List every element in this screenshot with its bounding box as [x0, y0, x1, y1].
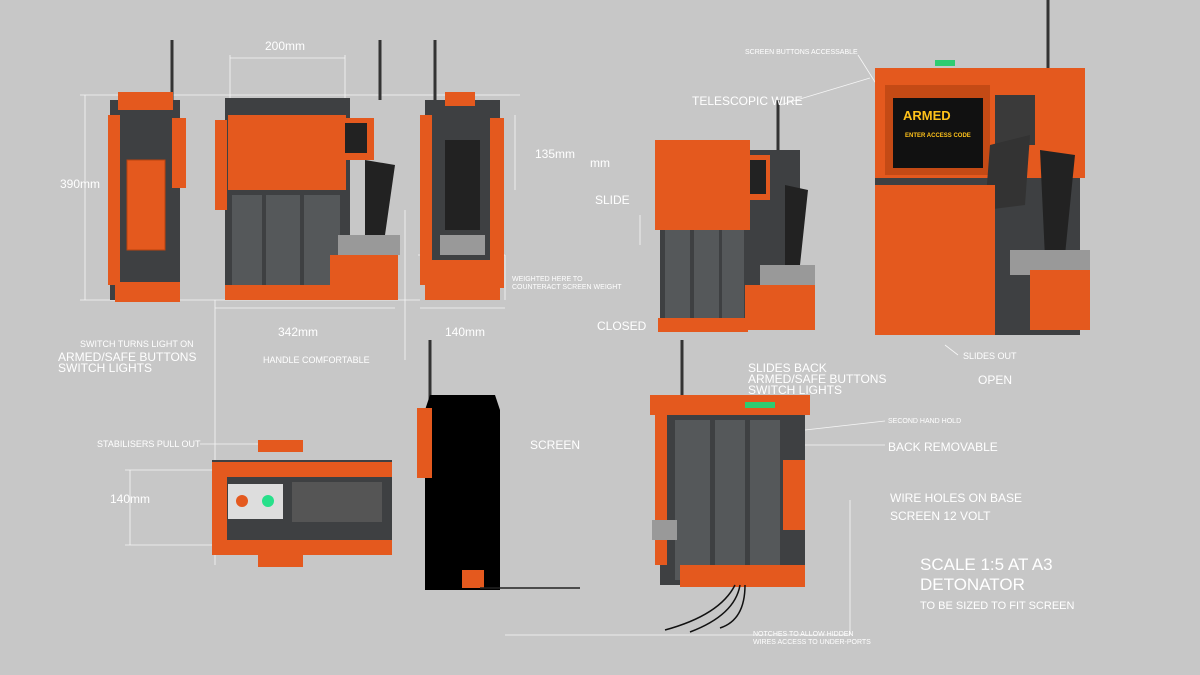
note-handle: HANDLE COMFORTABLE [263, 355, 370, 365]
dim-width-top: 200mm [265, 39, 306, 53]
note-screen-volt: SCREEN 12 VOLT [890, 509, 991, 523]
dim-top-view-width: 140mm [110, 492, 151, 506]
note-screen-buttons: SCREEN BUTTONS ACCESSABLE [745, 49, 858, 56]
dim-side-width: 140mm [445, 325, 486, 339]
note-weighted-2: COUNTERACT SCREEN WEIGHT [512, 284, 622, 291]
screen-status: ARMED [903, 108, 951, 123]
dim-depth-partial: mm [590, 156, 610, 170]
screen-silhouette [417, 340, 580, 590]
dim-length-bottom: 342mm [278, 325, 319, 339]
note-armed-safe-1: ARMED/SAFE BUTTONS [58, 350, 197, 364]
closed-3d-view [655, 100, 815, 332]
note-slides-back: SLIDES BACK [748, 361, 827, 375]
sheet-title: DETONATOR [920, 575, 1025, 594]
scale-note: SCALE 1:5 AT A3 [920, 555, 1053, 574]
note-switch-light: SWITCH TURNS LIGHT ON [80, 339, 194, 349]
back-3d-view [650, 340, 810, 633]
side-view-right [420, 40, 504, 300]
screen-prompt: ENTER ACCESS CODE [905, 133, 971, 139]
front-view [215, 40, 400, 300]
note-stabilisers: STABILISERS PULL OUT [97, 439, 201, 449]
note-open: OPEN [978, 373, 1013, 387]
top-view [212, 440, 392, 567]
dim-depth-side: 135mm [535, 147, 576, 161]
note-wire-holes: WIRE HOLES ON BASE [890, 491, 1023, 505]
sizing-note: TO BE SIZED TO FIT SCREEN [920, 600, 1075, 612]
dim-height: 390mm [60, 177, 101, 191]
open-3d-view: ARMED ENTER ACCESS CODE [875, 0, 1090, 335]
note-telescopic-wire: TELESCOPIC WIRE [692, 94, 803, 108]
note-notches-1: NOTCHES TO ALLOW HIDDEN [753, 631, 854, 638]
note-switch-lights-2: SWITCH LIGHTS [748, 383, 843, 397]
device-screen [893, 98, 983, 168]
safe-light [236, 495, 248, 507]
armed-light [262, 495, 274, 507]
note-closed: CLOSED [597, 319, 647, 333]
note-back-removable: BACK REMOVABLE [888, 440, 998, 454]
note-slide: SLIDE [595, 193, 630, 207]
note-screen: SCREEN [530, 438, 581, 452]
keypad [985, 135, 1030, 210]
note-slides-out: SLIDES OUT [963, 351, 1017, 361]
side-view-left [108, 40, 186, 302]
note-switch-lights-1: SWITCH LIGHTS [58, 361, 153, 375]
dimension-lines [80, 54, 959, 636]
note-notches-2: WIRES ACCESS TO UNDER-PORTS [753, 639, 871, 646]
note-armed-safe-2: ARMED/SAFE BUTTONS [748, 372, 887, 386]
note-second-hand-hold: SECOND HAND HOLD [888, 418, 962, 425]
note-weighted-1: WEIGHTED HERE TO [512, 276, 583, 283]
